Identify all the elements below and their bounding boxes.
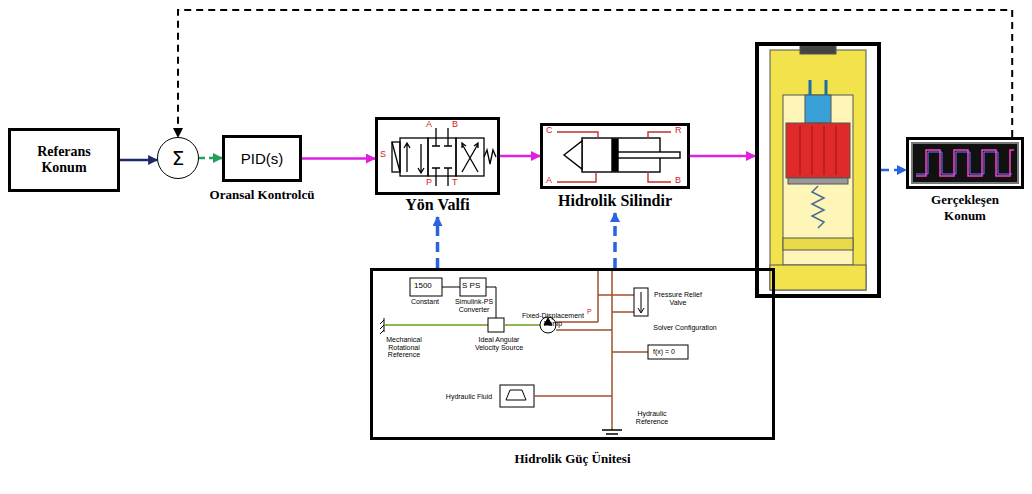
drawing-polygon bbox=[564, 141, 582, 169]
drawing-rect bbox=[488, 318, 504, 332]
symbol-label: 1500 bbox=[414, 282, 432, 291]
symbol-label: Constant bbox=[411, 298, 439, 306]
scope-box: Gerçekleşen Konum bbox=[906, 137, 1024, 189]
node-text: Σ bbox=[172, 146, 185, 170]
drawing-path bbox=[534, 395, 612, 397]
cylinder-box: Hidrolik Silindir bbox=[540, 123, 690, 189]
drawing-path bbox=[602, 430, 622, 438]
signal-connector bbox=[120, 159, 157, 162]
node-caption: Oransal Kontrolcü bbox=[210, 187, 315, 203]
drawing-rect bbox=[912, 143, 1018, 183]
drawing-rect bbox=[770, 50, 866, 290]
drawing-path bbox=[432, 138, 452, 176]
drawing-rect bbox=[500, 385, 534, 407]
node-caption: Hidrolik Güç Ünitesi bbox=[514, 451, 630, 467]
drawing-path bbox=[484, 150, 496, 164]
drawing-path bbox=[638, 292, 644, 313]
symbol-label: Pressure Relief Valve bbox=[652, 291, 704, 306]
drawing-path bbox=[506, 390, 526, 400]
symbol-label: S bbox=[380, 150, 386, 160]
press-illustration bbox=[770, 46, 866, 290]
drawing-path bbox=[598, 270, 612, 430]
symbol-label: P bbox=[587, 308, 592, 316]
controller-box: PID(s)Oransal Kontrolcü bbox=[222, 135, 302, 182]
symbol-label: Simulink-PS Converter bbox=[446, 298, 502, 313]
signal-connector bbox=[690, 155, 755, 158]
cylinder-symbol bbox=[557, 132, 680, 182]
drawing-path bbox=[436, 128, 448, 186]
signal-connector bbox=[436, 217, 440, 268]
power-unit-schematic bbox=[380, 270, 688, 438]
symbol-label: Solver Configuration bbox=[650, 324, 720, 332]
symbol-label: B bbox=[452, 120, 458, 130]
symbol-label: R bbox=[675, 126, 682, 136]
symbol-label: f(x) = 0 bbox=[653, 348, 675, 356]
drawing-rect bbox=[428, 138, 456, 176]
drawing-path bbox=[380, 318, 384, 334]
drawing-line bbox=[392, 142, 400, 172]
drawing-rect bbox=[392, 142, 400, 172]
drawing-rect bbox=[800, 46, 836, 54]
drawing-path bbox=[812, 186, 824, 228]
scope-illustration bbox=[912, 143, 1018, 183]
valve-box: Yön Valfi bbox=[375, 117, 500, 195]
drawing-rect bbox=[805, 95, 831, 123]
symbol-label: Mechanical Rotational Reference bbox=[374, 336, 434, 359]
press-box bbox=[755, 42, 881, 298]
drawing-path bbox=[810, 80, 826, 95]
drawing-rect bbox=[460, 278, 486, 296]
node-text: PID(s) bbox=[241, 150, 284, 167]
drawing-rect bbox=[648, 345, 688, 359]
signal-connector bbox=[199, 157, 222, 160]
symbol-label: T bbox=[452, 178, 458, 188]
drawing-path bbox=[404, 143, 424, 173]
drawing-rect bbox=[770, 265, 866, 290]
symbol-label: A bbox=[426, 120, 432, 130]
drawing-rect bbox=[612, 139, 618, 171]
drawing-rect bbox=[456, 138, 484, 176]
drawing-path bbox=[916, 150, 1014, 176]
symbol-label: Hydraulic Reference bbox=[622, 410, 682, 425]
node-caption: Gerçekleşen Konum bbox=[915, 192, 1015, 224]
drawing-path bbox=[800, 126, 836, 175]
symbol-label: C bbox=[546, 126, 553, 136]
drawing-path bbox=[384, 324, 488, 326]
signal-connector bbox=[178, 10, 1012, 137]
drawing-rect bbox=[634, 288, 648, 316]
symbol-label: A bbox=[546, 176, 552, 186]
drawing-rect bbox=[788, 178, 848, 184]
symbol-label: Fixed-Displacement Pump bbox=[520, 312, 586, 327]
node-caption: Yön Valfi bbox=[405, 196, 469, 214]
symbol-label: B bbox=[675, 176, 681, 186]
symbol-label: Hydraulic Fluid bbox=[444, 393, 494, 401]
signal-connector bbox=[881, 169, 906, 172]
node-text: Referans Konum bbox=[24, 144, 104, 176]
signal-connector bbox=[302, 157, 375, 160]
drawing-path bbox=[504, 324, 540, 326]
drawing-path bbox=[557, 132, 671, 182]
drawing-path bbox=[556, 322, 612, 330]
symbol-label: Ideal Angular Velocity Source bbox=[470, 336, 528, 351]
signal-connector bbox=[500, 155, 540, 158]
drawing-path bbox=[612, 351, 648, 353]
drawing-rect bbox=[783, 95, 853, 265]
symbol-label: P bbox=[426, 178, 432, 188]
drawing-rect bbox=[400, 138, 428, 176]
drawing-path bbox=[598, 295, 634, 312]
summing-junction: Σ bbox=[157, 137, 199, 179]
node-caption: Hidrolik Silindir bbox=[558, 192, 672, 210]
drawing-path bbox=[916, 152, 1012, 174]
drawing-rect bbox=[786, 123, 850, 178]
drawing-rect bbox=[410, 278, 442, 296]
drawing-path bbox=[442, 287, 460, 288]
drawing-path bbox=[462, 143, 478, 172]
drawing-rect bbox=[618, 152, 680, 158]
signal-connector bbox=[613, 213, 617, 268]
drawing-rect bbox=[783, 238, 853, 250]
valve-symbol bbox=[392, 128, 496, 186]
symbol-label: S PS bbox=[462, 282, 480, 291]
reference-box: Referans Konum bbox=[8, 128, 120, 192]
power-unit-box: Hidrolik Güç Ünitesi bbox=[370, 268, 775, 440]
